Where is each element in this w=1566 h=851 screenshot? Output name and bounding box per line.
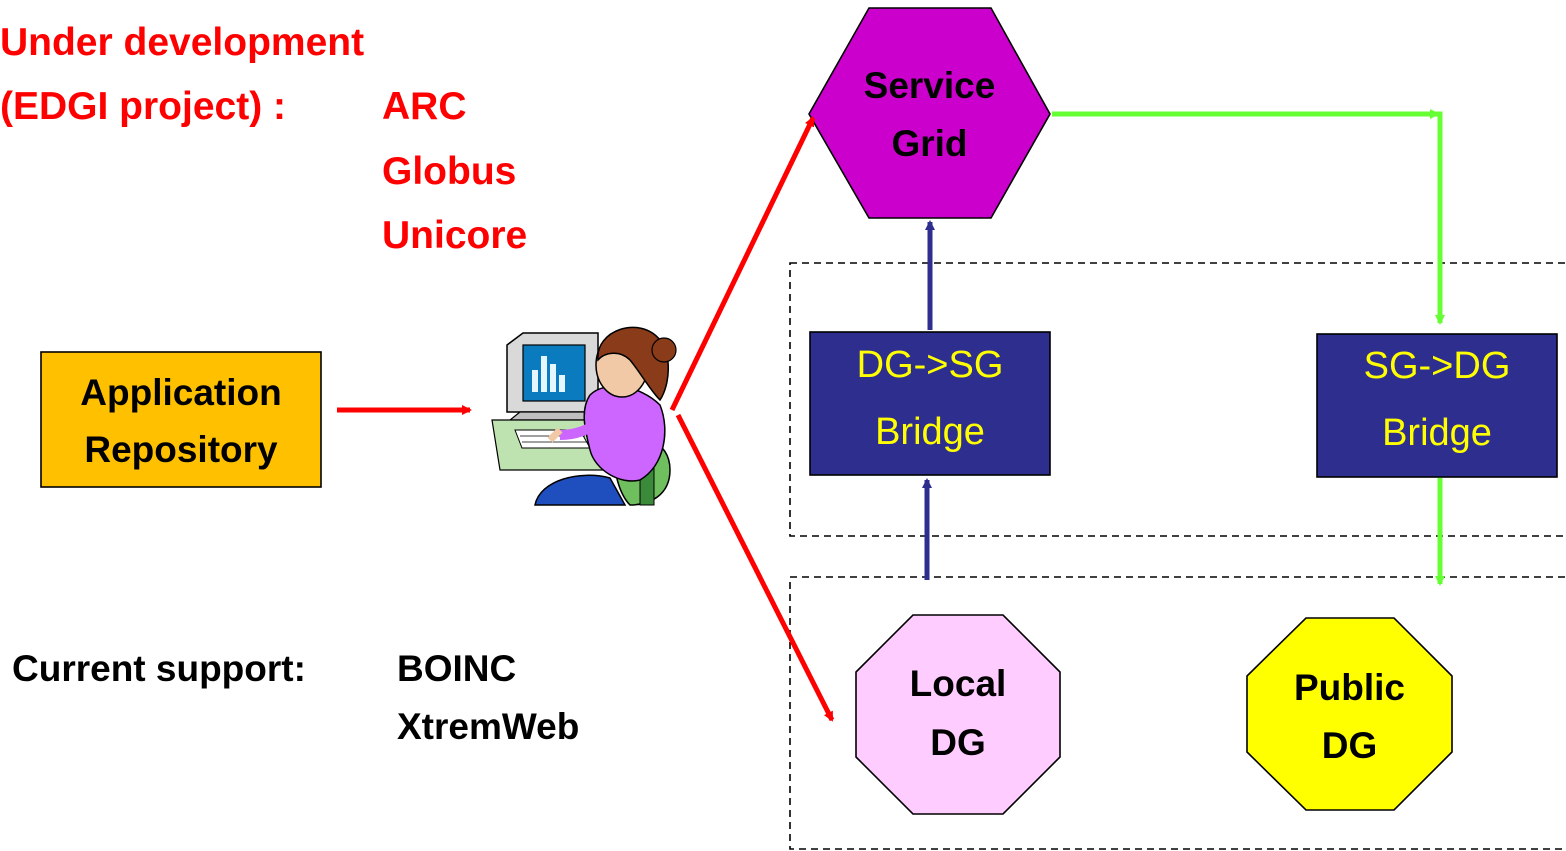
dg-sg-bridge-label-1: DG->SG [856,344,1004,386]
application-repository-label-2: Repository [84,429,278,470]
service-grid-label-1: Service [863,65,996,106]
dg-sg-bridge-label-2: Bridge [875,411,985,453]
edgi-project-label: (EDGI project) : [0,85,287,128]
application-repository-label-1: Application [80,372,282,413]
service-grid-label-2: Grid [891,123,968,164]
under-dev-item-arc: ARC [382,85,467,128]
current-support-label: Current support: [12,648,306,689]
local-dg-label-2: DG [930,722,986,763]
sg-dg-bridge-box [1316,333,1558,478]
under-dev-item-unicore: Unicore [382,214,528,257]
sg-dg-bridge-label-1: SG->DG [1363,345,1511,387]
application-repository-box [40,351,322,488]
under-dev-item-globus: Globus [382,150,517,193]
public-dg-label-2: DG [1321,725,1378,766]
local-dg-octagon [855,614,1061,815]
arrow-user-to-local-dg [675,413,835,722]
public-dg-octagon [1246,617,1453,811]
dg-region-box [789,576,1566,850]
dg-sg-bridge-box [809,331,1051,476]
current-support-item-xtremweb: XtremWeb [397,706,580,747]
user-at-computer-icon [491,326,677,506]
service-grid-hexagon [808,7,1051,219]
local-dg-label-1: Local [909,663,1007,704]
sg-dg-bridge-label-2: Bridge [1382,412,1492,454]
arrow-service-grid-to-sg-dg-bridge [1052,111,1445,325]
bridge-region-box [789,262,1566,537]
current-support-item-boinc: BOINC [397,648,517,689]
under-development-title: Under development [0,21,365,64]
arrow-user-to-service-grid [669,116,816,412]
public-dg-label-1: Public [1293,667,1406,708]
